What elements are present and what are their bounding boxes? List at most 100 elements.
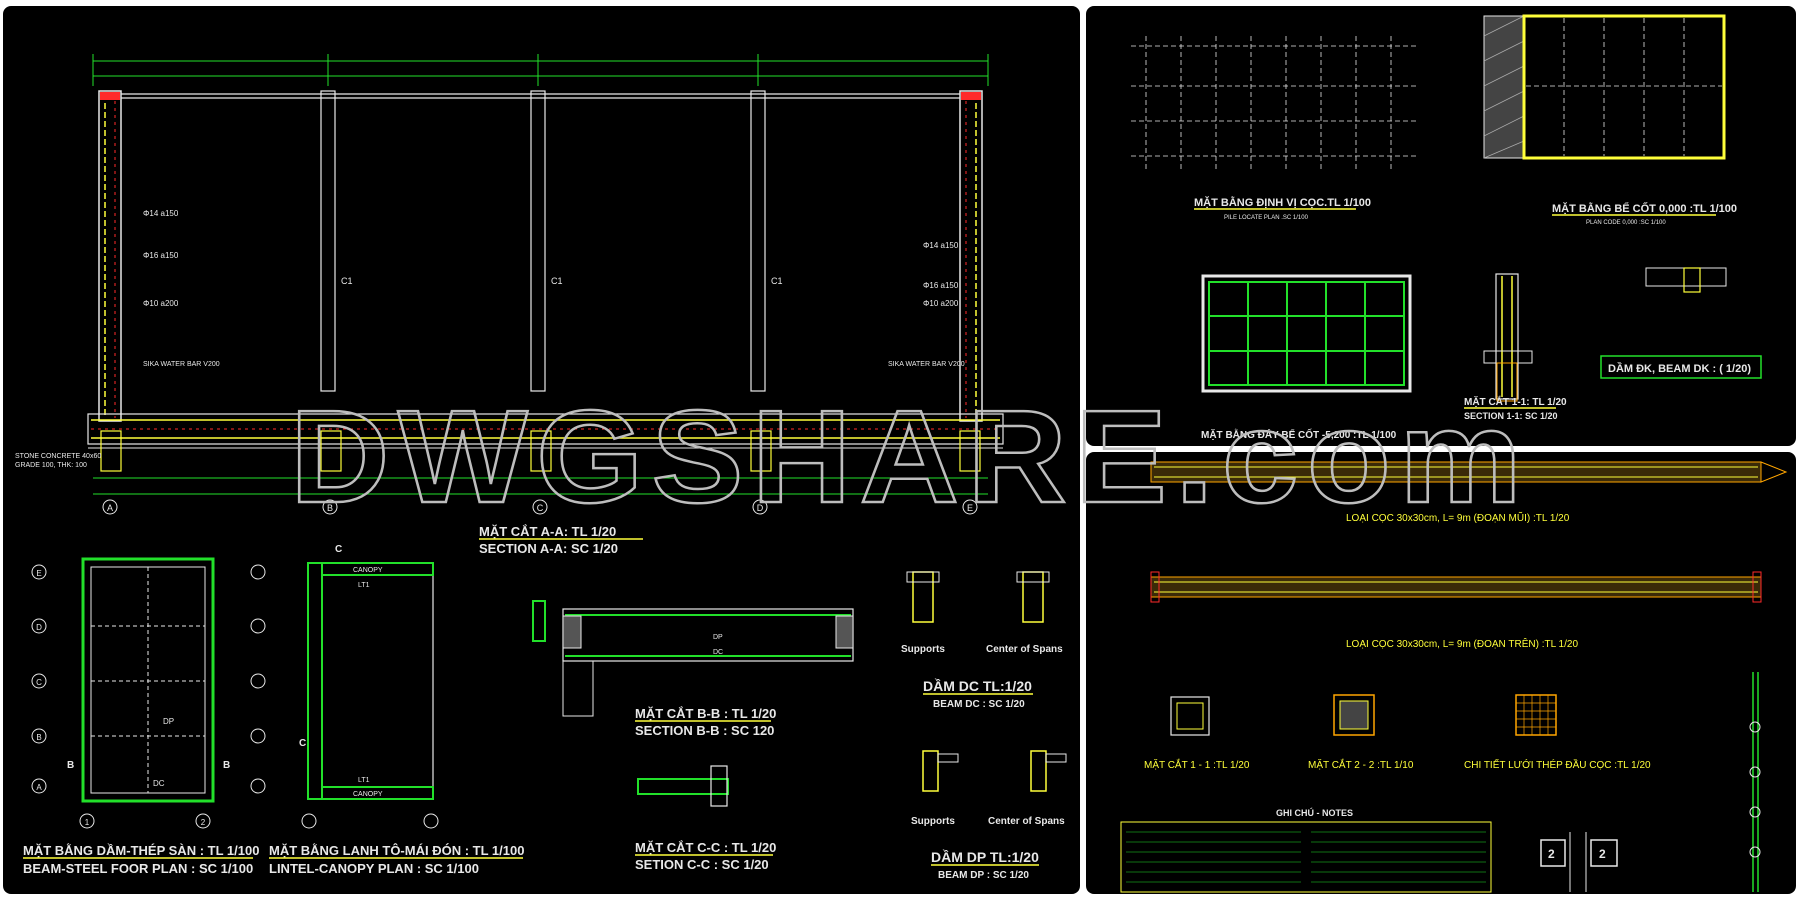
rebar-label: Φ16 a150 <box>923 281 959 290</box>
supports-label: Supports <box>901 644 945 655</box>
cut11-title: MẶT CẮT 1 - 1 :TL 1/20 <box>1144 758 1250 771</box>
plan-code-subtitle: PLAN CODE 0,000 :SC 1/100 <box>1586 220 1666 226</box>
dp-label: DP <box>163 717 174 726</box>
column-labels: C1 C1 C1 Φ14 a150 Φ16 a150 Φ10 a200 Φ14 … <box>143 209 965 368</box>
section-cc-title: MẶT CẮT C-C : TL 1/20 <box>635 840 776 855</box>
supports-label: Supports <box>911 816 955 827</box>
beam-plan-subtitle: BEAM-STEEL FOOR PLAN : SC 1/100 <box>23 861 253 876</box>
top-dimension <box>92 54 989 86</box>
pile-tip-drawing <box>1150 461 1788 483</box>
plan-code-title: MẶT BẰNG BỂ CỐT 0,000 :TL 1/100 <box>1552 201 1737 215</box>
beam-dc-subtitle: BEAM DC : SC 1/20 <box>933 699 1025 710</box>
box-2-label: 2 <box>1599 847 1606 861</box>
axis-label: C <box>537 503 544 513</box>
wall-left <box>98 90 122 422</box>
bottom-plan-title: MẶT BẰNG ĐÁY BỂ CỐT -5,200 :TL 1/100 <box>1201 427 1397 441</box>
lintel-plan-subtitle: LINTEL-CANOPY PLAN : SC 1/100 <box>269 861 479 876</box>
rebar-label: Φ16 a150 <box>143 251 179 260</box>
beam-dp-title: DẦM DP TL:1/20 <box>931 849 1039 865</box>
lintel-plan-axes <box>250 564 439 829</box>
pile-tip-title: LOẠI CỌC 30x30cm, L= 9m (ĐOẠN MŨI) :TL 1… <box>1346 511 1570 524</box>
main-drawing-panel: C1 C1 C1 Φ14 a150 Φ16 a150 Φ10 a200 Φ14 … <box>3 6 1080 894</box>
axis-label: E <box>967 503 973 513</box>
axis-bubbles: A B C D E <box>102 499 978 515</box>
wall-right <box>959 90 983 422</box>
cut-label: B <box>223 760 230 771</box>
canopy-label: CANOPY <box>353 567 383 574</box>
columns <box>121 90 960 392</box>
rebar-label: Φ10 a200 <box>143 299 179 308</box>
pile-heads <box>100 430 981 472</box>
rebar-label: Φ10 a200 <box>923 299 959 308</box>
pile-top-title: LOẠI CỌC 30x30cm, L= 9m (ĐOẠN TRÊN) :TL … <box>1346 637 1578 650</box>
cut-label: C <box>335 544 342 555</box>
pile-head-mesh-title: CHI TIẾT LƯỚI THÉP ĐẦU CỌC :TL 1/20 <box>1464 758 1651 771</box>
axis-label: 2 <box>201 818 206 827</box>
axis-label: B <box>36 733 41 742</box>
cut-22-drawing <box>1333 694 1375 736</box>
water-bar-label: SIKA WATER BAR V200 <box>143 361 220 368</box>
canopy-label: CANOPY <box>353 791 383 798</box>
section11-subtitle: SECTION 1-1: SC 1/20 <box>1464 411 1558 421</box>
notes-title: GHI CHÚ - NOTES <box>1276 807 1353 818</box>
axis-label: A <box>107 503 113 513</box>
section-bb-title: MẶT CẮT B-B : TL 1/20 <box>635 706 776 721</box>
beam-dc-title: DẦM DC TL:1/20 <box>923 678 1032 694</box>
axis-label: C <box>36 678 42 687</box>
vertical-pile <box>1749 672 1761 892</box>
c1-label: C1 <box>771 276 783 286</box>
beam-dk-title: DẦM ĐK, BEAM DK : ( 1/20) <box>1608 362 1751 375</box>
section-bb-subtitle: SECTION B-B : SC 120 <box>635 723 774 738</box>
c1-label: C1 <box>551 276 563 286</box>
lt1-label: LT1 <box>358 777 370 784</box>
section-11-drawing <box>1483 273 1533 402</box>
cut22-title: MẶT CẮT 2 - 2 :TL 1/10 <box>1308 758 1414 771</box>
water-bar-label: SIKA WATER BAR V200 <box>888 361 965 368</box>
bottom-dimension <box>93 477 988 495</box>
box-2-label: 2 <box>1548 847 1555 861</box>
dp-label: DP <box>713 634 723 641</box>
beam-plan-axes: E D C B A 1 2 B B <box>31 564 230 829</box>
section-cc-subtitle: SETION C-C : SC 1/20 <box>635 857 769 872</box>
center-of-spans-label: Center of Spans <box>988 816 1065 827</box>
section-aa-title: MẶT CẮT A-A: TL 1/20 <box>479 524 616 539</box>
section11-title: MẶT CẮT 1-1: TL 1/20 <box>1464 395 1567 408</box>
lintel-plan-title: MẶT BẰNG LANH TÔ-MÁI ĐÓN : TL 1/100 <box>269 843 524 858</box>
section-cc-drawing <box>637 765 729 807</box>
pile-locate-plan <box>1131 36 1416 171</box>
pile-plan-subtitle: PILE LOCATE PLAN .SC 1/100 <box>1224 215 1309 221</box>
notes-table <box>1120 821 1492 893</box>
lt1-label: LT1 <box>358 582 370 589</box>
pile-details-panel: LOẠI CỌC 30x30cm, L= 9m (ĐOẠN MŨI) :TL 1… <box>1086 452 1796 894</box>
rebar-label: Φ14 a150 <box>143 209 179 218</box>
beam-plan-title: MẶT BẰNG DẦM-THÉP SÀN : TL 1/100 <box>23 843 259 858</box>
pile-top-drawing <box>1150 571 1762 603</box>
pile-plan-title: MẶT BẰNG ĐỊNH VỊ CỌC.TL 1/100 <box>1194 196 1371 209</box>
axis-label: D <box>757 503 764 513</box>
rebar-label: Φ14 a150 <box>923 241 959 250</box>
pile-details: LOẠI CỌC 30x30cm, L= 9m (ĐOẠN MŨI) :TL 1… <box>1120 461 1788 893</box>
bottom-slab <box>87 413 1004 449</box>
stone-concrete-label: STONE CONCRETE 40x60 <box>15 453 101 460</box>
main-drawing: C1 C1 C1 Φ14 a150 Φ16 a150 Φ10 a200 Φ14 … <box>15 54 1067 881</box>
axis-label: B <box>327 503 333 513</box>
dc-label: DC <box>713 649 723 656</box>
axis-label: D <box>36 623 42 632</box>
splice-detail: 2 2 <box>1540 832 1618 892</box>
axis-label: E <box>36 569 41 578</box>
center-of-spans-label: Center of Spans <box>986 644 1063 655</box>
c1-label: C1 <box>341 276 353 286</box>
bottom-plan-drawing <box>1201 274 1412 393</box>
section-aa-subtitle: SECTION A-A: SC 1/20 <box>479 541 618 556</box>
cut-label: C <box>299 738 306 749</box>
beam-dk-box <box>1600 355 1762 379</box>
pile-head-mesh-drawing <box>1515 694 1557 736</box>
cut-11-drawing <box>1170 696 1210 736</box>
lintel-canopy-plan: CANOPY CANOPY LT1 LT1 C C <box>299 544 434 800</box>
plan-code-drawing <box>1483 14 1726 160</box>
plan-drawings-panel: MẶT BẰNG ĐỊNH VỊ CỌC.TL 1/100 PILE LOCAT… <box>1086 6 1796 446</box>
beam-dp-sections: Supports Center of Spans <box>911 750 1067 827</box>
axis-label: A <box>36 783 42 792</box>
beam-floor-plan: DP DC <box>81 557 215 803</box>
beam-dp-subtitle: BEAM DP : SC 1/20 <box>938 870 1029 881</box>
